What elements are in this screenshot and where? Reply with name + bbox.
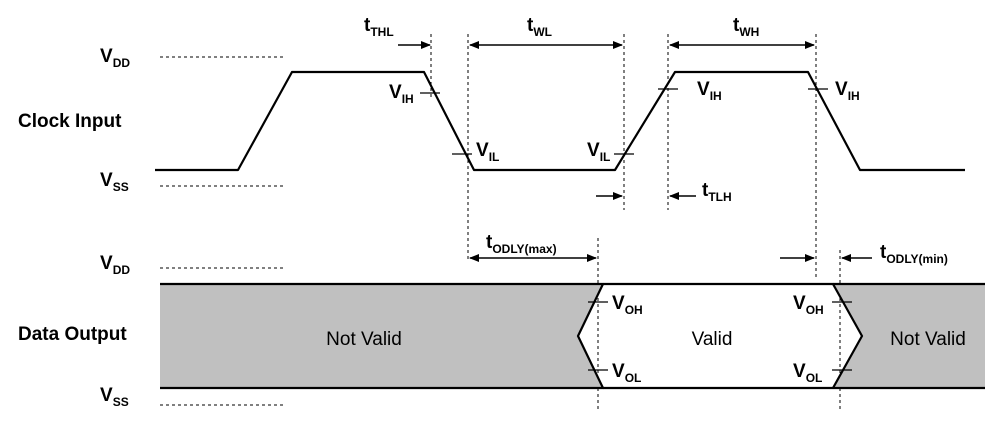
data-valid-outline (603, 282, 864, 390)
vss-clock-label: VSS (100, 170, 129, 194)
vdd-data-label: VDD (100, 253, 130, 277)
t-odly-min-label: tODLY(min) (880, 242, 948, 266)
not-valid-left-region (160, 284, 603, 388)
vil-label-2: VIL (587, 140, 610, 164)
valid-label: Valid (692, 329, 733, 350)
vih-label-1: VIH (389, 82, 414, 106)
not-valid-right-region (833, 284, 985, 388)
t-thl-label: tTHL (364, 15, 394, 39)
clock-input-label: Clock Input (18, 111, 122, 132)
data-output-label: Data Output (18, 324, 127, 345)
vol-label-1: VOL (612, 361, 641, 385)
vil-label-1: VIL (476, 140, 499, 164)
voh-label-2: VOH (793, 293, 824, 317)
not-valid-left-label: Not Valid (326, 329, 402, 350)
t-odly-max-label: tODLY(max) (486, 232, 557, 256)
data-left-outline (160, 282, 605, 390)
voh-label-1: VOH (612, 293, 643, 317)
not-valid-right-label: Not Valid (890, 329, 966, 350)
t-wh-label: tWH (733, 15, 759, 39)
data-right-outline (833, 282, 985, 390)
vdd-clock-label: VDD (100, 46, 130, 70)
vol-label-2: VOL (793, 361, 822, 385)
t-wl-label: tWL (527, 15, 552, 39)
t-tlh-label: tTLH (702, 180, 732, 204)
vih-label-3: VIH (835, 79, 860, 103)
vih-label-2: VIH (697, 79, 722, 103)
clock-waveform (155, 70, 965, 172)
vss-data-label: VSS (100, 385, 129, 409)
